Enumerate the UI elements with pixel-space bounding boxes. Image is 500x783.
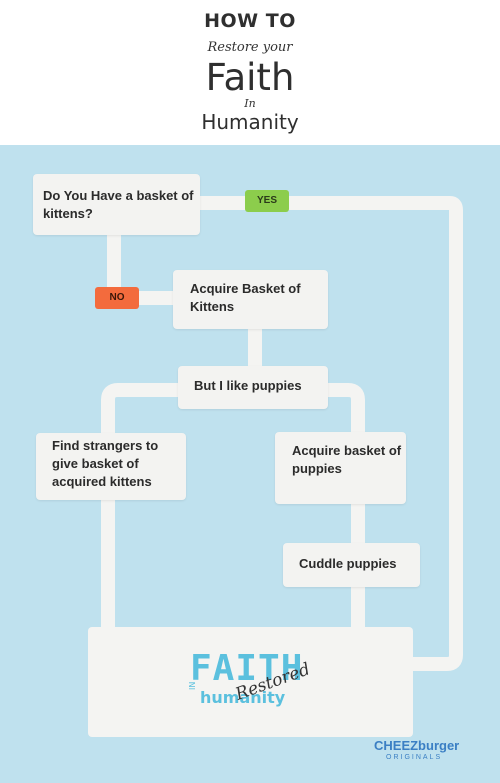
acquire-kittens-box: Acquire Basket of Kittens xyxy=(173,270,328,329)
title-how-to: HOW TO xyxy=(204,10,296,32)
acquire-puppies-box: Acquire basket of puppies xyxy=(275,432,406,504)
connector-yes-path xyxy=(200,196,463,671)
logo-faith-text: FAITH xyxy=(190,648,304,689)
header-band xyxy=(0,0,500,145)
question-box: Do You Have a basket of kittens? xyxy=(33,174,200,235)
but-puppies-box: But I like puppies xyxy=(178,366,328,409)
question-text: Do You Have a basket of kittens? xyxy=(43,188,194,221)
title-faith: Faith xyxy=(205,56,295,99)
title-humanity: Humanity xyxy=(201,110,299,134)
brand-logo: CHEEZburger xyxy=(374,738,460,753)
cuddle-puppies-text: Cuddle puppies xyxy=(299,556,397,571)
connector-right-branch xyxy=(328,383,365,433)
title-in: In xyxy=(244,97,256,110)
yes-tag: YES xyxy=(245,190,289,212)
brand-sub: ORIGINALS xyxy=(386,754,443,761)
logo-in-text: IN xyxy=(188,681,197,690)
find-strangers-box: Find strangers to give basket of acquire… xyxy=(36,433,186,500)
title-restore-your: Restore your xyxy=(207,40,293,55)
no-tag: NO xyxy=(95,287,139,309)
cuddle-puppies-box: Cuddle puppies xyxy=(283,543,420,587)
logo-humanity-text: humanity xyxy=(200,688,286,707)
acquire-kittens-text: Acquire Basket of Kittens xyxy=(190,281,301,314)
but-puppies-text: But I like puppies xyxy=(194,378,302,393)
find-strangers-text: Find strangers to give basket of acquire… xyxy=(52,438,159,489)
final-box xyxy=(88,627,413,737)
acquire-puppies-text: Acquire basket of puppies xyxy=(292,443,402,476)
connector-left-branch xyxy=(101,383,180,435)
